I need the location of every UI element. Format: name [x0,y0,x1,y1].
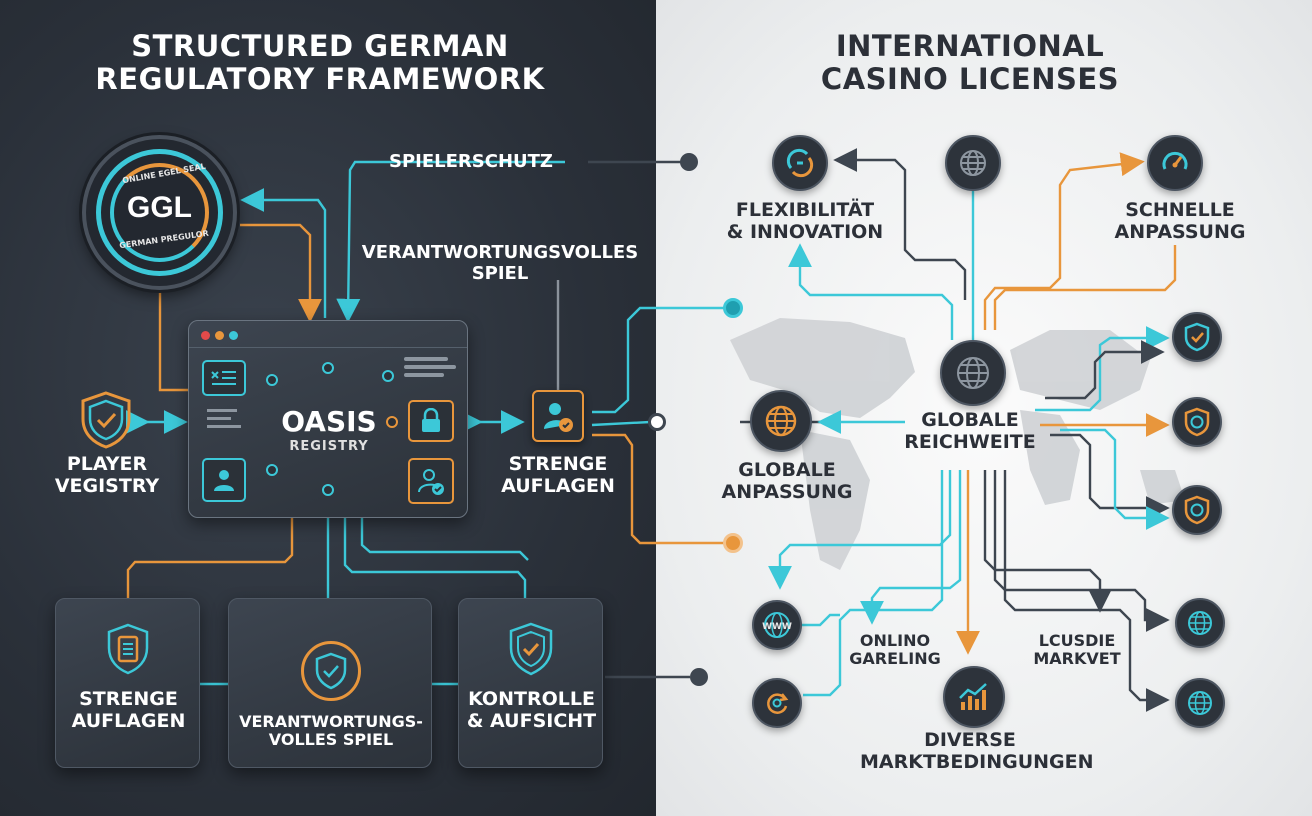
global-reach-line1: GLOBALE [921,409,1019,431]
oasis-subtitle: REGISTRY [289,439,369,454]
onlino-line2: GARELING [849,649,941,669]
box-kontrolle-aufsicht: KONTROLLE & AUFSICHT [458,598,603,768]
box1-line1: STRENGE [79,688,178,710]
globe-icon [1175,678,1225,728]
global-reach-line2: REICHWEITE [904,430,1036,453]
user-check-icon [408,458,454,504]
right-title: INTERNATIONAL CASINO LICENSES [740,29,1200,97]
strenge-line2: AUFLAGEN [501,474,615,497]
schnell-line1: SCHNELLE [1125,199,1235,221]
box1-text: STRENGE AUFLAGEN [56,688,201,733]
verantwortung-line1: VERANTWORTUNGSVOLLES [361,242,639,263]
box3-line2: & AUFSICHT [466,709,597,732]
shield-globe-icon [1172,485,1222,535]
box3-text: KONTROLLE & AUFSICHT [459,688,604,733]
lcusdie-line1: LCUSDIE [1038,631,1116,650]
globale-anpassung-label: GLOBALE ANPASSUNG [712,459,862,504]
lcusdie-markvet-label: LCUSDIE MARKVET [1022,631,1132,669]
lcusdie-line2: MARKVET [1033,649,1121,669]
connector-dot [680,153,698,171]
www-icon: WWW [752,600,802,650]
box3-line1: KONTROLLE [468,688,595,710]
player-line2: VEGISTRY [54,474,160,497]
right-title-line2: CASINO LICENSES [820,62,1120,97]
global-adapt-line2: ANPASSUNG [721,480,853,503]
globe-icon [1175,598,1225,648]
node-dot [382,370,394,382]
schnell-line2: ANPASSUNG [1114,220,1246,243]
speed-icon [1147,135,1203,191]
flexibilitaet-label: FLEXIBILITÄT & INNOVATION [720,199,890,244]
onlino-line1: ONLINO [859,631,931,650]
spielerschutz-label: SPIELERSCHUTZ [389,151,553,172]
ggl-seal-icon: ONLINE EGEL SEAL GGL GERMAN PREGULOR [82,135,237,290]
clipboard-icon [102,621,154,677]
diverse-line1: DIVERSE [924,729,1016,751]
verantwortung-line2: SPIEL [471,262,529,284]
box2-text: VERANTWORTUNGS- VOLLES SPIEL [229,712,433,750]
globale-reichweite-label: GLOBALE REICHWEITE [895,409,1045,454]
box1-line2: AUFLAGEN [71,709,186,732]
left-title: STRUCTURED GERMAN REGULATORY FRAMEWORK [60,29,580,97]
window-dot-cyan [229,331,238,340]
box2-line2: VOLLES SPIEL [268,730,394,750]
user-check-icon [532,390,584,442]
box-verantwortungsvolles-spiel: VERANTWORTUNGS- VOLLES SPIEL [228,598,432,768]
flex-line2: & INNOVATION [726,220,884,243]
document-icon [202,360,246,396]
flex-line1: FLEXIBILITÄT [735,199,875,221]
connector-dot [648,413,666,431]
shield-check-icon [503,621,559,677]
player-line1: PLAYER [66,453,148,475]
node-dot [322,362,334,374]
globe-icon [750,390,812,452]
oasis-title: OASIS [281,405,377,438]
box-strenge-auflagen: STRENGE AUFLAGEN [55,598,200,768]
node-dot [386,416,398,428]
diverse-line2: MARKTBEDINGUNGEN [860,750,1094,773]
box2-line1: VERANTWORTUNGS- [239,712,423,731]
node-dot [266,464,278,476]
strenge-line1: STRENGE [508,453,608,475]
shield-check-icon [301,641,361,701]
www-text: WWW [762,622,792,632]
lock-icon [408,400,454,442]
globe-icon [945,135,1001,191]
window-dot-red [201,331,210,340]
left-title-line1: STRUCTURED GERMAN [131,29,509,63]
global-adapt-line1: GLOBALE [738,459,836,481]
shield-globe-icon [1172,397,1222,447]
seal-center-text: GGL [127,191,192,224]
shield-check-icon [1172,312,1222,362]
connector-dot [723,533,743,553]
shield-check-icon [78,390,134,450]
connector-dot [690,668,708,686]
user-icon [202,458,246,502]
refresh-icon [752,678,802,728]
left-title-line2: REGULATORY FRAMEWORK [95,62,545,97]
connector-dot [723,298,743,318]
node-dot [266,374,278,386]
globe-icon [940,340,1006,406]
player-registry-label: PLAYER VEGISTRY [42,453,172,498]
schnelle-anpassung-label: SCHNELLE ANPASSUNG [1095,199,1265,244]
verantwortung-label: VERANTWORTUNGSVOLLES SPIEL [355,242,645,284]
onlino-gareling-label: ONLINO GARELING [840,631,950,669]
node-dot [322,484,334,496]
right-title-line1: INTERNATIONAL [835,29,1105,63]
window-dot-orange [215,331,224,340]
arrows-icon [772,135,828,191]
diverse-marktbedingungen-label: DIVERSE MARKTBEDINGUNGEN [860,729,1094,774]
chart-icon [943,666,1005,728]
strenge-auflagen-label: STRENGE AUFLAGEN [495,453,621,498]
